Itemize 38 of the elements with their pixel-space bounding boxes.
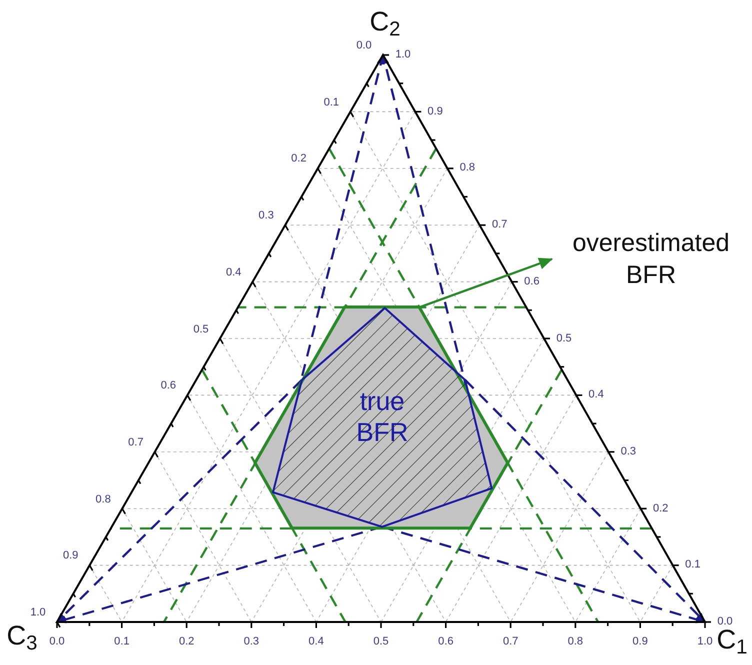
tick-label: 0.8: [460, 162, 476, 174]
tick-label: 1.0: [30, 608, 46, 618]
tick-label: 0.7: [492, 220, 508, 231]
tick-label: 0.2: [178, 636, 194, 648]
tick-label: 1.0: [697, 636, 713, 648]
tick-label: 1.0: [395, 50, 411, 60]
tick-label: 0.5: [193, 324, 209, 335]
tick-label: 0.9: [428, 106, 443, 118]
tick-label: 0.8: [96, 494, 111, 506]
callout-label: overestimated BFR: [571, 228, 731, 291]
tick-label: 0.3: [258, 210, 274, 222]
tick-label: 0.3: [244, 636, 260, 648]
axis-label: C$_{3}$: [6, 622, 38, 650]
tick-label: 0.7: [502, 636, 518, 648]
axis-label: C$_{1}$: [716, 626, 748, 654]
tick-label: 0.4: [226, 267, 242, 278]
tick-label: 0.6: [160, 380, 176, 392]
tick-label: 0.9: [632, 636, 648, 648]
tick-label: 0.1: [324, 97, 340, 108]
tick-label: 0.0: [49, 636, 65, 648]
tick-label: 0.9: [62, 550, 78, 562]
tick-label: 0.0: [717, 616, 733, 628]
tick-label: 0.5: [373, 636, 389, 648]
tick-label: 0.1: [114, 636, 130, 648]
tick-label: 0.8: [568, 636, 584, 648]
tick-label: 0.4: [588, 390, 604, 401]
arrow: [419, 258, 553, 308]
tick-label: 0.6: [438, 636, 454, 648]
tick-label: 0.3: [620, 446, 636, 458]
tick-label: 0.1: [685, 560, 700, 571]
tick-label: 0.4: [308, 636, 324, 648]
axis-label: C$_{2}$: [370, 8, 400, 36]
tick-label: 0.6: [524, 276, 540, 288]
tick-label: 0.7: [128, 437, 144, 448]
tick-label: 0.5: [556, 333, 572, 344]
tick-label: 0.0: [356, 40, 372, 52]
tick-label: 0.2: [652, 503, 668, 514]
tick-label: 0.2: [291, 154, 306, 165]
